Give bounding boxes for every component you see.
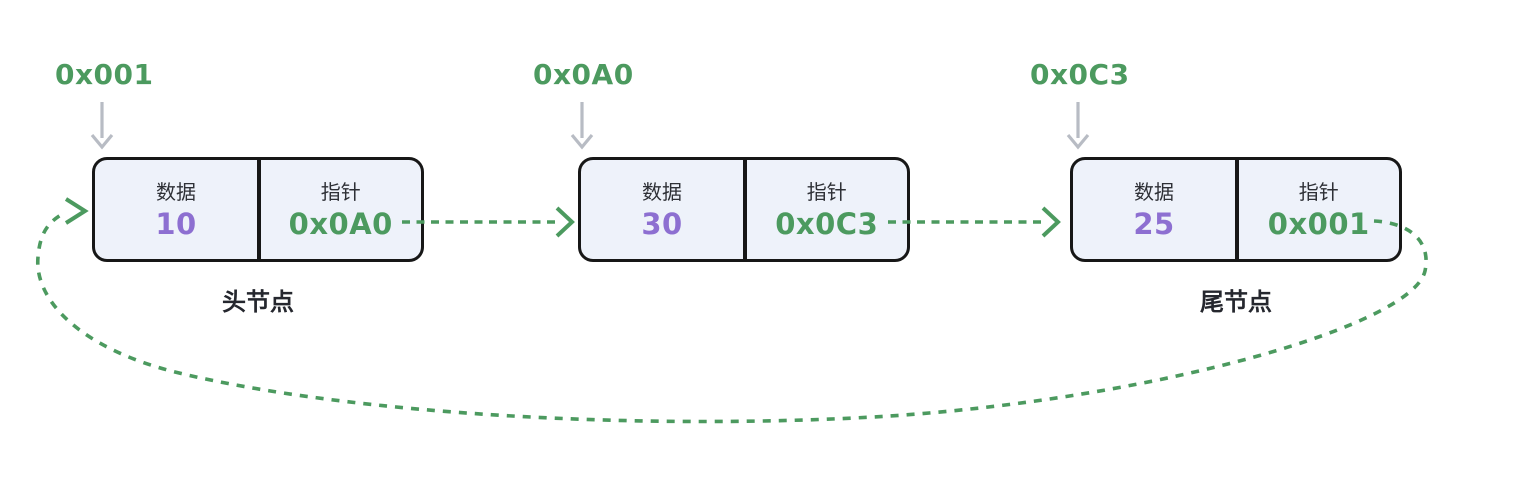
data-field-value: 30 [641, 207, 683, 241]
pointer-field-value: 0x0C3 [775, 207, 879, 241]
pointer-field-label: 指针 [806, 180, 847, 204]
linked-list-node-middle: 数据 30 指针 0x0C3 [578, 157, 910, 262]
memory-address-label-2: 0x0A0 [533, 58, 634, 91]
data-cell: 数据 10 [95, 160, 257, 259]
data-field-label: 数据 [1134, 180, 1174, 204]
data-field-label: 数据 [642, 180, 682, 204]
pointer-cell: 指针 0x001 [1239, 160, 1400, 259]
memory-address-label-3: 0x0C3 [1030, 58, 1130, 91]
pointer-field-label: 指针 [1298, 180, 1339, 204]
cell-divider [257, 160, 261, 259]
cell-divider [1235, 160, 1239, 259]
data-field-value: 10 [155, 207, 197, 241]
pointer-field-label: 指针 [320, 180, 361, 204]
data-cell: 数据 25 [1073, 160, 1235, 259]
head-node-caption: 头节点 [222, 288, 294, 316]
address-down-arrow-1 [90, 102, 114, 150]
address-down-arrow-3 [1066, 102, 1090, 150]
next-pointer-arrow-1 [402, 206, 575, 238]
linked-list-node-head: 数据 10 指针 0x0A0 [92, 157, 424, 262]
data-field-label: 数据 [156, 180, 196, 204]
address-down-arrow-2 [570, 102, 594, 150]
data-cell: 数据 30 [581, 160, 743, 259]
pointer-cell: 指针 0x0A0 [261, 160, 422, 259]
data-field-value: 25 [1133, 207, 1175, 241]
memory-address-label-1: 0x001 [55, 58, 154, 91]
next-pointer-arrow-2 [888, 206, 1061, 238]
cell-divider [743, 160, 747, 259]
pointer-field-value: 0x001 [1267, 207, 1370, 241]
pointer-cell: 指针 0x0C3 [747, 160, 908, 259]
tail-node-caption: 尾节点 [1200, 288, 1272, 316]
pointer-field-value: 0x0A0 [288, 207, 393, 241]
linked-list-node-tail: 数据 25 指针 0x001 [1070, 157, 1402, 262]
